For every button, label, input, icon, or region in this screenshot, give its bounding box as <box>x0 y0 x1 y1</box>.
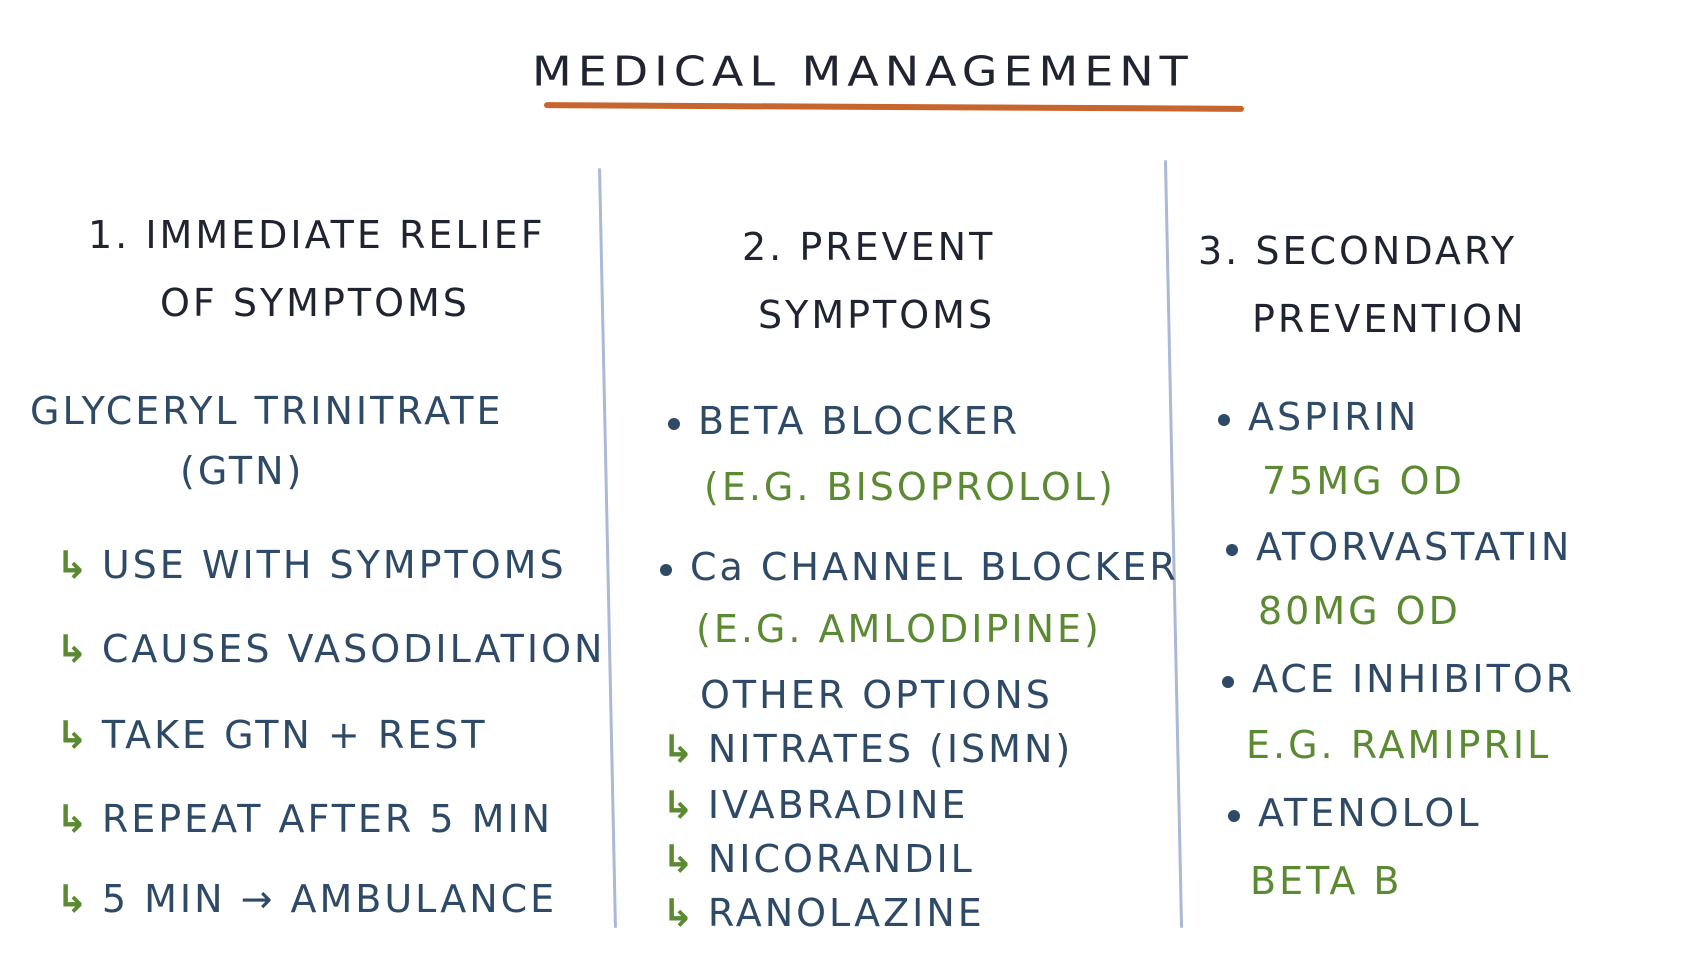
col2-heading-line2: SYMPTOMS <box>758 293 996 337</box>
bullet-dot-icon <box>668 417 680 430</box>
col1-point-2: ↳ CAUSES VASODILATION <box>56 630 605 668</box>
turn-arrow-icon: ↳ <box>662 783 694 827</box>
col2-other-options-label: OTHER OPTIONS <box>700 673 1053 717</box>
col2-option-text: NITRATES (ISMN) <box>707 727 1074 771</box>
col2-heading-line1: 2. PREVENT <box>742 225 996 269</box>
turn-arrow-icon: ↳ <box>662 837 694 881</box>
col2-beta-blocker-example: (E.G. BISOPROLOL) <box>704 465 1116 509</box>
col2-option-text: IVABRADINE <box>707 783 969 827</box>
bullet-dot-icon <box>660 563 672 576</box>
col3-heading-line1: 3. SECONDARY <box>1198 229 1518 273</box>
bullet-dot-icon <box>1222 675 1234 688</box>
col1-point-text: REPEAT AFTER 5 MIN <box>101 797 554 841</box>
bullet-dot-icon <box>1218 413 1230 426</box>
col2-bullet-text: Ca CHANNEL BLOCKER <box>690 545 1179 589</box>
col3-bullet-text: ATORVASTATIN <box>1256 525 1573 569</box>
col3-bullet-text: ATENOLOL <box>1258 791 1482 835</box>
col1-point-3: ↳ TAKE GTN + REST <box>56 716 488 754</box>
title-underline <box>543 102 1245 112</box>
col2-option-4: ↳ RANOLAZINE <box>662 894 985 932</box>
col1-point-text: USE WITH SYMPTOMS <box>101 543 567 587</box>
col2-option-1: ↳ NITRATES (ISMN) <box>662 730 1073 768</box>
col2-option-3: ↳ NICORANDIL <box>662 840 975 878</box>
col1-point-4: ↳ REPEAT AFTER 5 MIN <box>56 800 553 838</box>
col1-point-1: ↳ USE WITH SYMPTOMS <box>56 546 567 584</box>
col3-bullet-aspirin: ASPIRIN <box>1218 398 1419 436</box>
col3-aspirin-dose: 75MG OD <box>1262 459 1465 503</box>
turn-arrow-icon: ↳ <box>56 543 88 587</box>
turn-arrow-icon: ↳ <box>56 797 88 841</box>
col1-point-text: CAUSES VASODILATION <box>101 627 606 671</box>
col3-heading-line2: PREVENTION <box>1252 297 1527 341</box>
col2-bullet-beta-blocker: BETA BLOCKER <box>668 402 1020 440</box>
col3-bullet-atenolol: ATENOLOL <box>1228 794 1482 832</box>
col1-point-text: TAKE GTN + REST <box>101 713 488 757</box>
col3-bullet-text: ACE INHIBITOR <box>1252 657 1576 701</box>
col2-option-2: ↳ IVABRADINE <box>662 786 968 824</box>
col2-option-text: RANOLAZINE <box>707 891 985 935</box>
col3-bullet-ace-inhibitor: ACE INHIBITOR <box>1222 660 1575 698</box>
page-title: MEDICAL MANAGEMENT <box>532 46 1194 96</box>
col1-drug-abbrev: (GTN) <box>180 449 305 493</box>
col3-ace-inhibitor-example: E.G. RAMIPRIL <box>1246 723 1552 767</box>
turn-arrow-icon: ↳ <box>56 877 88 921</box>
turn-arrow-icon: ↳ <box>56 627 88 671</box>
turn-arrow-icon: ↳ <box>56 713 88 757</box>
col2-option-text: NICORANDIL <box>707 837 975 881</box>
column-divider-left <box>598 168 617 928</box>
col1-heading-line1: 1. IMMEDIATE RELIEF <box>88 213 546 257</box>
col2-ca-channel-blocker-example: (E.G. AMLODIPINE) <box>696 607 1102 651</box>
col3-bullet-atorvastatin: ATORVASTATIN <box>1226 528 1572 566</box>
turn-arrow-icon: ↳ <box>662 891 694 935</box>
turn-arrow-icon: ↳ <box>662 727 694 771</box>
col3-atenolol-note: BETA B <box>1250 859 1403 903</box>
col3-bullet-text: ASPIRIN <box>1248 395 1420 439</box>
col2-bullet-text: BETA BLOCKER <box>698 399 1021 443</box>
bullet-dot-icon <box>1226 543 1238 556</box>
col2-bullet-ca-channel-blocker: Ca CHANNEL BLOCKER <box>660 548 1179 586</box>
col3-atorvastatin-dose: 80MG OD <box>1258 589 1461 633</box>
column-divider-right <box>1163 160 1184 928</box>
bullet-dot-icon <box>1228 809 1240 822</box>
col1-point-text: 5 MIN → AMBULANCE <box>101 877 558 921</box>
col1-drug-name: GLYCERYL TRINITRATE <box>30 389 504 433</box>
col1-heading-line2: OF SYMPTOMS <box>160 281 470 325</box>
col1-point-5: ↳ 5 MIN → AMBULANCE <box>56 880 557 918</box>
